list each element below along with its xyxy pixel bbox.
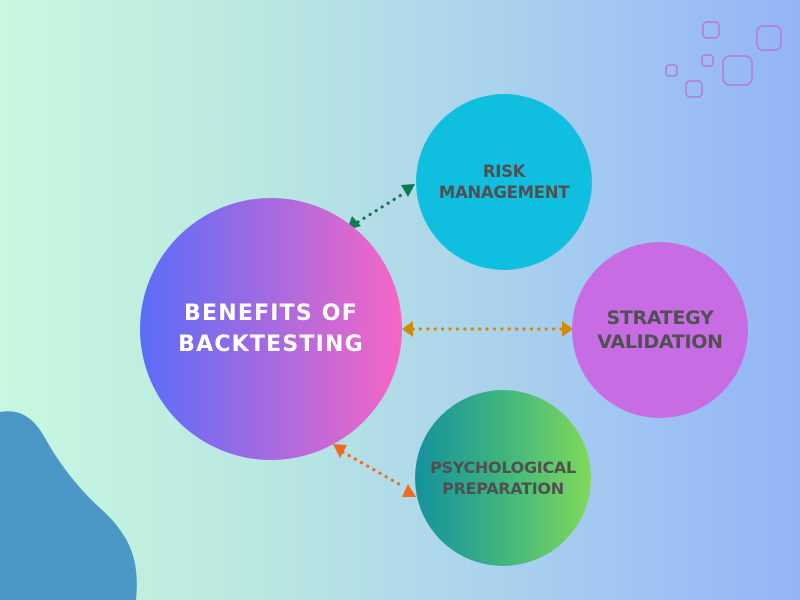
arrowhead-icon bbox=[401, 184, 415, 197]
node-label-line1: PSYCHOLOGICAL bbox=[430, 458, 576, 477]
arrowhead-icon bbox=[402, 321, 413, 337]
node-label-line1: STRATEGY bbox=[606, 307, 714, 329]
connector-psych bbox=[333, 444, 416, 497]
arrowhead-icon bbox=[562, 321, 573, 337]
center-node-benefits-of-backtesting: BENEFITS OF BACKTESTING bbox=[140, 198, 402, 460]
connector-strategy bbox=[402, 321, 573, 337]
arrowhead-icon bbox=[402, 484, 416, 497]
node-label-line2: VALIDATION bbox=[597, 331, 723, 353]
node-strategy-validation: STRATEGY VALIDATION bbox=[572, 242, 748, 418]
node-label-line1: RISK bbox=[482, 162, 526, 181]
center-title-line2: BACKTESTING bbox=[178, 332, 364, 357]
node-label-line2: PREPARATION bbox=[442, 479, 564, 498]
arrowhead-icon bbox=[333, 444, 347, 458]
connector-risk bbox=[347, 184, 415, 230]
node-psychological-preparation: PSYCHOLOGICAL PREPARATION bbox=[415, 390, 591, 566]
node-label-line2: MANAGEMENT bbox=[438, 183, 570, 202]
node-risk-management: RISK MANAGEMENT bbox=[416, 94, 592, 270]
center-title-line1: BENEFITS OF bbox=[184, 301, 358, 326]
